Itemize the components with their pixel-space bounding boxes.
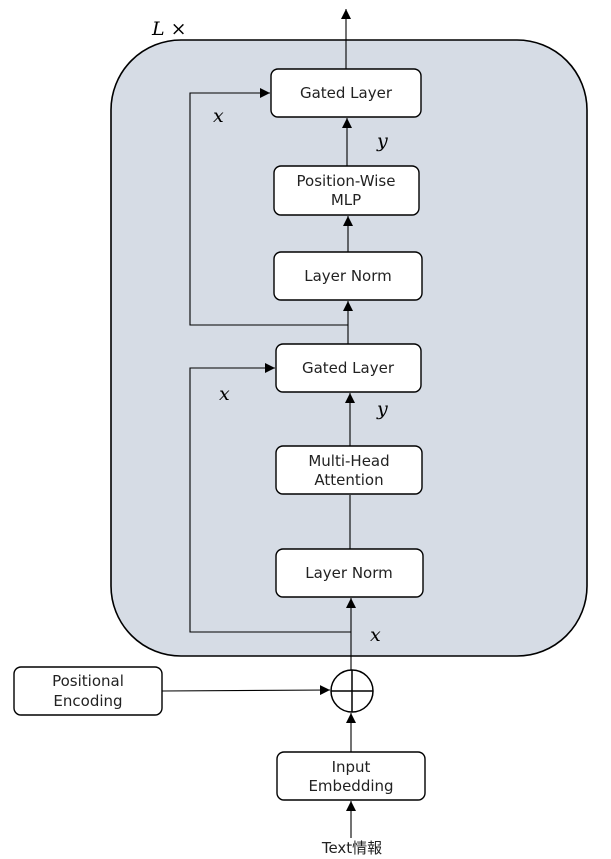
embed-label-line2: Embedding bbox=[308, 777, 393, 795]
mha-label-line2: Attention bbox=[314, 471, 383, 489]
mlp-label-line2: MLP bbox=[331, 191, 361, 209]
posenc-label-line2: Encoding bbox=[53, 692, 122, 710]
embed-label-line1: Input bbox=[332, 758, 371, 776]
layer-norm-top-label: Layer Norm bbox=[304, 267, 392, 285]
input-embedding-block: Input Embedding bbox=[276, 751, 426, 801]
layer-norm-top-block: Layer Norm bbox=[273, 251, 423, 301]
var-y-bottom: y bbox=[376, 398, 388, 420]
gated-layer-bottom-block: Gated Layer bbox=[275, 343, 422, 393]
residual-bottom bbox=[189, 363, 351, 633]
var-x-bottom: x bbox=[370, 624, 381, 646]
positional-encoding-block: Positional Encoding bbox=[13, 666, 163, 716]
gated-layer-bottom-label: Gated Layer bbox=[302, 359, 395, 377]
layer-norm-bottom-label: Layer Norm bbox=[305, 564, 393, 582]
mlp-label-line1: Position-Wise bbox=[297, 172, 396, 190]
posenc-label-line1: Positional bbox=[52, 672, 124, 690]
multi-head-attention-block: Multi-Head Attention bbox=[275, 445, 423, 495]
input-text-label: Text情報 bbox=[321, 839, 382, 857]
add-node bbox=[330, 669, 374, 713]
gated-layer-top-label: Gated Layer bbox=[300, 84, 393, 102]
edge-posenc-to-add bbox=[161, 685, 331, 696]
var-x-middle: x bbox=[219, 383, 230, 405]
residual-top bbox=[189, 88, 348, 326]
mha-label-line1: Multi-Head bbox=[308, 452, 389, 470]
gated-layer-top-block: Gated Layer bbox=[270, 68, 422, 118]
layer-norm-bottom-block: Layer Norm bbox=[275, 548, 424, 598]
repeat-label: L × bbox=[151, 18, 187, 40]
position-wise-mlp-block: Position-Wise MLP bbox=[273, 165, 420, 216]
var-y-top: y bbox=[376, 130, 388, 152]
var-x-top: x bbox=[213, 105, 224, 127]
